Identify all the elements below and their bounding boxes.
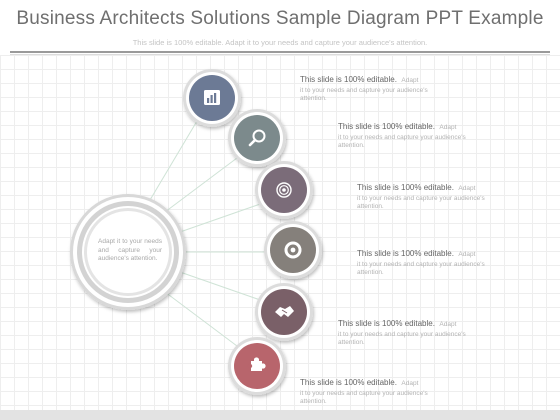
node-6 bbox=[228, 337, 286, 395]
connector-lines bbox=[149, 115, 274, 353]
item-lead: Adapt bbox=[439, 124, 457, 131]
item-body: it to your needs and capture your audien… bbox=[300, 87, 428, 102]
slide-title: Business Architects Solutions Sample Dia… bbox=[16, 8, 544, 29]
title-divider-thin bbox=[10, 54, 550, 55]
hub-description: Adapt it to your needs and capture your … bbox=[98, 238, 162, 262]
node-5 bbox=[255, 283, 313, 341]
slide-subtitle: This slide is 100% editable. Adapt it to… bbox=[132, 38, 428, 47]
item-heading: This slide is 100% editable. bbox=[338, 122, 435, 131]
item-lead: Adapt bbox=[401, 77, 419, 84]
node-3 bbox=[255, 161, 313, 219]
node-1 bbox=[183, 69, 241, 127]
connector-5 bbox=[179, 271, 267, 303]
item-body: it to your needs and capture your audien… bbox=[300, 390, 428, 405]
handshake-icon bbox=[275, 306, 294, 317]
item-lead: Adapt bbox=[439, 321, 457, 328]
title-divider bbox=[10, 51, 550, 53]
item-heading: This slide is 100% editable. bbox=[357, 183, 454, 192]
item-heading: This slide is 100% editable. bbox=[357, 249, 454, 258]
item-text-4: This slide is 100% editable. Adapt it to… bbox=[357, 243, 507, 277]
item-heading: This slide is 100% editable. bbox=[300, 378, 397, 387]
item-body: it to your needs and capture your audien… bbox=[338, 331, 466, 346]
item-lead: Adapt bbox=[458, 185, 476, 192]
item-body: it to your needs and capture your audien… bbox=[357, 261, 485, 276]
connector-3 bbox=[179, 201, 267, 233]
item-text-5: This slide is 100% editable. Adapt it to… bbox=[338, 313, 488, 347]
item-body: it to your needs and capture your audien… bbox=[357, 195, 485, 210]
lifebuoy-icon bbox=[284, 241, 302, 259]
item-text-2: This slide is 100% editable. Adapt it to… bbox=[338, 116, 488, 150]
connector-6 bbox=[164, 291, 246, 353]
item-text-6: This slide is 100% editable. Adapt it to… bbox=[300, 372, 450, 406]
bar-chart-icon bbox=[204, 90, 220, 105]
footer-bar bbox=[0, 410, 560, 420]
node-2 bbox=[228, 109, 286, 167]
central-hub bbox=[70, 194, 186, 310]
puzzle-icon bbox=[247, 357, 266, 371]
item-text-1: This slide is 100% editable. Adapt it to… bbox=[300, 69, 450, 103]
item-heading: This slide is 100% editable. bbox=[300, 75, 397, 84]
node-4 bbox=[264, 221, 322, 279]
connector-1 bbox=[149, 115, 201, 201]
magnifier-icon bbox=[248, 129, 266, 147]
item-heading: This slide is 100% editable. bbox=[338, 319, 435, 328]
item-lead: Adapt bbox=[458, 251, 476, 258]
item-lead: Adapt bbox=[401, 380, 419, 387]
item-body: it to your needs and capture your audien… bbox=[338, 134, 466, 149]
item-text-3: This slide is 100% editable. Adapt it to… bbox=[357, 177, 507, 211]
connector-2 bbox=[164, 151, 246, 213]
target-icon bbox=[276, 182, 292, 198]
